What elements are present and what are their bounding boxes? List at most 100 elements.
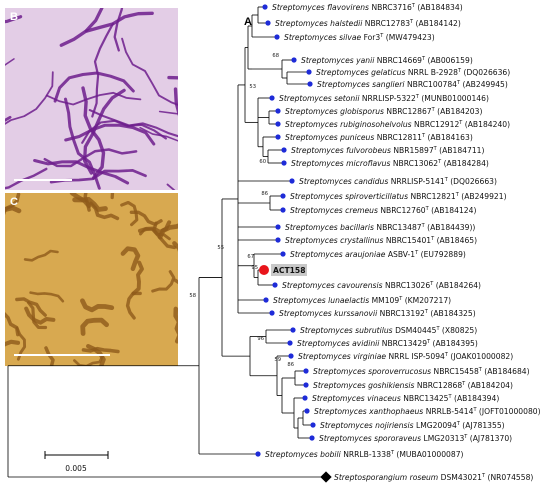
micrograph-b-filament [113,8,124,52]
bootstrap-value: 86 [287,362,294,368]
micrograph-b-background [5,8,178,190]
taxon-leaf: Streptomyces setonii NRRLISP-5322T (MUNB… [269,94,489,103]
taxon-dot-icon [269,310,275,316]
taxon-dot-icon [275,134,281,140]
bootstrap-value: 55 [217,245,224,251]
taxon-leaf: Streptomyces subrutilus DSM40445T (X8082… [290,326,477,335]
outgroup-diamond-icon [320,471,332,483]
micrograph-c-filament [151,270,176,293]
micrograph-b-filament [139,126,178,142]
taxon-leaf: Streptomyces globisporus NBRC12867T (AB1… [275,107,482,116]
taxon-dot-icon [306,69,312,75]
taxon-dot-icon [272,282,278,288]
taxon-leaf: Streptomyces rubiginosohelvolus NBRC1291… [275,120,510,129]
bootstrap-value: 60 [259,159,266,165]
taxon-leaf: Streptomyces bacillaris NBRC13487T (AB18… [275,223,475,232]
taxon-leaf: Streptomyces virginiae NRRL ISP-5094T (J… [288,352,513,361]
micrograph-c-filament [157,223,178,240]
taxon-label: Streptomyces bacillaris NBRC13487T (AB18… [285,223,475,232]
taxon-leaf: Streptomyces cremeus NBRC12760T (AB18412… [280,206,476,215]
bootstrap-value: 59 [274,357,281,363]
micrograph-c-filament [120,200,139,227]
micrograph-b-filament [45,91,142,106]
taxon-dot-icon [289,178,295,184]
micrograph-c-filament [15,326,27,361]
micrograph-b-filament [167,75,178,80]
taxon-leaf: Streptomyces avidinii NBRC13429T (AB1843… [287,339,478,348]
micrograph-b-filament [64,123,156,146]
micrograph-c-filament [125,291,142,320]
taxon-leaf: Streptomyces yanii NBRC14669T (AB006159) [291,56,473,65]
micrograph-c-filament [72,197,108,212]
bootstrap-value: 58 [189,293,196,299]
taxon-dot-icon [291,57,297,63]
taxon-label: Streptomyces setonii NRRLISP-5322T (MUNB… [279,94,489,103]
taxon-dot-icon [275,237,281,243]
taxon-label: Streptomyces flavovirens NBRC3716T (AB18… [272,3,463,12]
taxon-label: Streptomyces candidus NRRLISP-5141T (DQ0… [299,177,497,186]
tree-branches [7,6,326,478]
micrograph-c-filament [81,346,120,354]
taxon-leaf: Streptomyces goshikiensis NBRC12868T (AB… [303,381,513,390]
micrograph-b-filament [33,159,130,185]
taxon-leaf: Streptomyces candidus NRRLISP-5141T (DQ0… [289,177,497,186]
taxon-label: Streptomyces sporoverrucosus NBRC15458T … [313,367,530,376]
taxon-leaf: Streptomyces fulvorobeus NBR15897T (AB18… [281,146,484,155]
taxon-label: Streptomyces avidinii NBRC13429T (AB1843… [297,339,478,348]
micrograph-b: B [5,8,178,190]
micrograph-c-filament [29,291,65,303]
taxon-label: Streptomyces araujoniae ASBV-1T (EU79288… [290,250,466,259]
micrograph-b-filament [121,37,178,106]
taxon-label: Streptomyces kurssanovii NBRC13192T (AB1… [279,309,476,318]
micrograph-c-filament [173,306,178,344]
micrograph-b-filament [64,97,101,190]
micrograph-b-hyphae [5,8,178,190]
taxon-leaf: Streptomyces puniceus NBRC12811T (AB1841… [275,133,473,142]
taxon-dot-icon [275,224,281,230]
micrograph-c-filament [83,193,91,212]
micrograph-b-filament [158,110,178,115]
taxon-leaf: Streptomyces crystallinus NBRC15401T (AB… [275,236,477,245]
micrograph-c-background [5,193,178,366]
taxon-dot-icon [290,327,296,333]
micrograph-c-filament [24,306,56,325]
micrograph-b-filament [5,167,48,190]
taxon-label: Streptomyces silvae For3T (MW479423) [284,33,435,42]
taxon-label: Streptomyces cremeus NBRC12760T (AB18412… [290,206,476,215]
taxon-label: Streptomyces virginiae NRRL ISP-5094T (J… [298,352,513,361]
micrograph-b-filament [5,71,54,125]
micrograph-b-filament [59,11,154,47]
micrograph-b-filament [81,86,106,180]
taxon-dot-icon [302,395,308,401]
taxon-label: ACT158 [273,266,305,275]
taxon-act158: ACT158 [259,264,307,276]
taxon-label: Streptomyces crystallinus NBRC15401T (AB… [285,236,477,245]
taxon-label: Streptomyces gelaticus NRRL B-2928T (DQ0… [316,68,510,77]
micrograph-c-hyphae [5,193,178,366]
bootstrap-value: 86 [261,191,268,197]
micrograph-c-filament [139,227,171,241]
taxon-dot-icon [287,340,293,346]
tree-scale-bar: 0.005 [44,451,109,473]
taxon-dot-icon [310,422,316,428]
taxon-dot-icon [281,147,287,153]
taxon-label: Streptomyces fulvorobeus NBR15897T (AB18… [291,146,484,155]
taxon-leaf: Streptomyces gelaticus NRRL B-2928T (DQ0… [306,68,510,77]
micrograph-b-filament [5,15,23,24]
taxon-label: Streptomyces nojiriensis LMG20094T (AJ78… [320,421,505,430]
taxon-dot-icon [262,4,268,10]
micrograph-c-filament [5,205,22,214]
bootstrap-value: 67 [247,254,254,260]
tree-panel-label: A [244,16,252,28]
micrograph-c-filament [173,278,178,285]
taxon-label: Streptosporangium roseum DSM43021T (NR07… [334,473,533,482]
micrograph-c-filament [5,339,21,347]
taxon-leaf: Streptomyces araujoniae ASBV-1T (EU79288… [280,250,466,259]
taxon-leaf: Streptomyces silvae For3T (MW479423) [274,33,435,42]
taxon-dot-icon [275,108,281,114]
taxon-leaf: Streptosporangium roseum DSM43021T (NR07… [320,471,533,483]
micrograph-b-filament [173,87,178,117]
taxon-leaf: Streptomyces flavovirens NBRC3716T (AB18… [262,3,463,12]
taxon-label: Streptomyces vinaceus NBRC13425T (AB1843… [312,394,499,403]
